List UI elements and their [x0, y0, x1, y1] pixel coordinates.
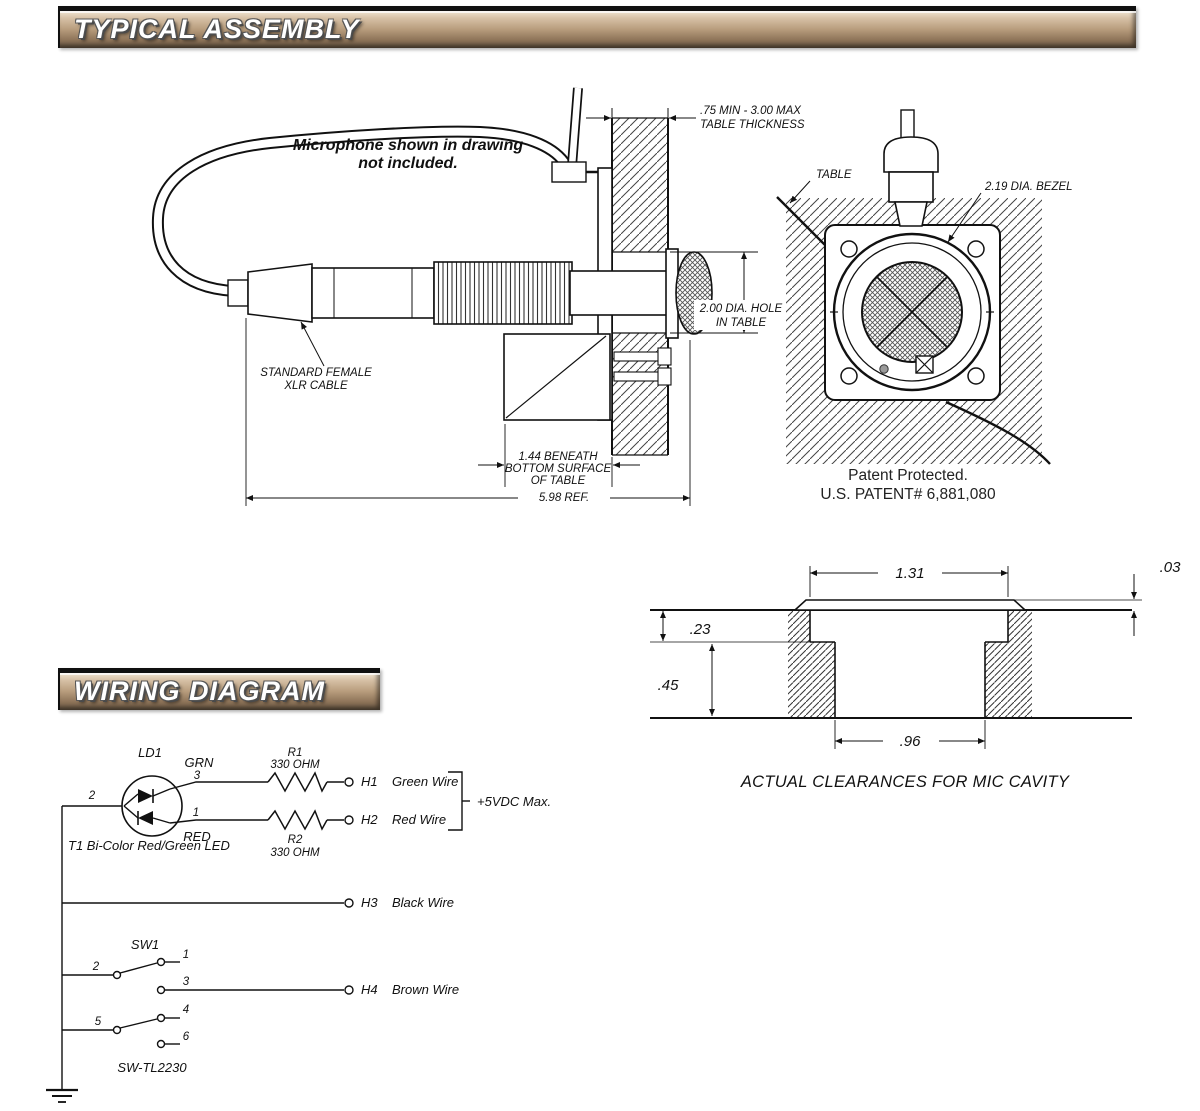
label-red: RED [183, 829, 210, 844]
label-r2: R2 [288, 834, 303, 846]
label-sw1: SW1 [131, 937, 159, 952]
mount-tube [569, 270, 669, 316]
label-sw-model: SW-TL2230 [117, 1060, 187, 1075]
strain-relief [883, 136, 939, 173]
dim-table-thickness-1: .75 MIN - 3.00 MAX [700, 105, 802, 117]
cavity-hatch-left [788, 610, 835, 718]
label-pin3: 3 [194, 770, 201, 782]
typical-assembly-banner: TYPICAL ASSEMBLY [58, 6, 1136, 48]
label-t1: T1 Bi-Color Red/Green LED [68, 838, 230, 853]
bezel-lip-profile [792, 599, 1028, 611]
label-sw-pin1: 1 [183, 949, 189, 961]
diode-green [138, 789, 153, 803]
label-xlr-2: XLR CABLE [283, 380, 348, 392]
led-indicator [879, 364, 889, 374]
top-connector [883, 109, 939, 227]
patent-line-1: Patent Protected. [848, 467, 968, 484]
label-r1-value: 330 OHM [270, 759, 320, 771]
switch-blade-lower [119, 1018, 158, 1029]
clearance-section-view: 1.31 .03 .23 .45 .96 ACTUAL CLEARANCES F… [650, 559, 1181, 791]
label-h3-wire: Black Wire [392, 895, 454, 910]
schematic-wires [46, 771, 470, 1103]
label-h1-wire: Green Wire [392, 774, 458, 789]
switch-blade-upper [119, 962, 158, 974]
label-xlr-1: STANDARD FEMALE [260, 367, 372, 379]
terminal-h3 [344, 898, 354, 908]
diode-red [138, 811, 153, 825]
grille-cross [873, 273, 951, 351]
cable-stub [900, 109, 915, 141]
label-ld1: LD1 [138, 745, 162, 760]
dim-96: .96 [900, 733, 922, 750]
label-h2: H2 [361, 812, 378, 827]
clearance-dimension-lines [650, 566, 1142, 749]
terminal-h1 [344, 777, 354, 787]
dim-beneath-2: BOTTOM SURFACE [505, 463, 612, 475]
resistor-r1 [267, 771, 328, 793]
dim-hole-1: 2.00 DIA. HOLE [699, 303, 783, 315]
label-h3: H3 [361, 895, 378, 910]
dim-131: 1.31 [895, 565, 924, 582]
typical-assembly-title: TYPICAL ASSEMBLY [74, 14, 360, 44]
bezel-ring-inner [842, 242, 982, 382]
label-bezel-dia: 2.19 DIA. BEZEL [984, 181, 1073, 193]
label-sw-pin2: 2 [92, 961, 100, 973]
cable-on-table [945, 400, 1051, 465]
dim-45: .45 [658, 677, 680, 694]
xlr-connector [247, 263, 313, 323]
dim-table-thickness-2: TABLE THICKNESS [700, 119, 805, 131]
table-hatch-upper [612, 118, 668, 252]
terminal-h4 [344, 985, 354, 995]
label-h1: H1 [361, 774, 378, 789]
note-line-2: not included. [358, 155, 458, 172]
label-r2-value: 330 OHM [270, 847, 320, 859]
label-sw-pin6: 6 [183, 1031, 190, 1043]
mount-screws [613, 347, 672, 386]
label-pin2: 2 [88, 790, 96, 802]
label-h2-wire: Red Wire [392, 812, 446, 827]
cavity-hatch-right [985, 610, 1032, 718]
label-sw-pin5: 5 [95, 1016, 102, 1028]
microphone-assembly [227, 248, 713, 339]
label-vdc: +5VDC Max. [477, 794, 551, 809]
assembly-side-view: .75 MIN - 3.00 MAX TABLE THICKNESS 2.00 … [151, 87, 805, 506]
dim-03: .03 [1160, 559, 1182, 576]
cable-boot [227, 279, 249, 307]
terminal-h2 [344, 815, 354, 825]
dim-ref: 5.98 REF. [539, 492, 589, 504]
label-pin1: 1 [193, 807, 199, 819]
dim-23: .23 [690, 621, 712, 638]
label-sw-pin3: 3 [183, 976, 190, 988]
clearance-caption: ACTUAL CLEARANCES FOR MIC CAVITY [740, 773, 1070, 791]
led-symbol [121, 775, 183, 837]
label-table: TABLE [816, 169, 852, 181]
label-h4: H4 [361, 982, 378, 997]
dim-beneath-1: 1.44 BENEATH [518, 451, 598, 463]
note-line-1: Microphone shown in drawing [293, 137, 523, 154]
xlr-cable-loop [151, 87, 600, 297]
dim-hole-2: IN TABLE [716, 317, 767, 329]
mic-body [311, 267, 435, 319]
assembly-labels: .75 MIN - 3.00 MAX TABLE THICKNESS 2.00 … [260, 105, 805, 506]
schematic-labels: LD1 2 GRN 3 1 RED R1 330 OHM R2 330 OHM … [68, 745, 551, 1075]
patent-line-2: U.S. PATENT# 6,881,080 [820, 486, 996, 503]
label-grn: GRN [185, 755, 215, 770]
dim-beneath-3: OF TABLE [531, 475, 586, 487]
label-sw-pin4: 4 [183, 1004, 189, 1016]
corner-screw-holes [840, 240, 985, 385]
label-h4-wire: Brown Wire [392, 982, 459, 997]
bezel-front-view: TABLE 2.19 DIA. BEZEL Patent Protected. … [776, 109, 1073, 503]
knurled-ring [433, 261, 573, 325]
wiring-diagram-title: WIRING DIAGRAM [74, 676, 325, 706]
label-r1: R1 [288, 747, 303, 759]
cable-clamp [551, 161, 587, 183]
resistor-r2 [267, 809, 328, 831]
assembly-dimension-lines [245, 108, 758, 506]
wiring-diagram-banner: WIRING DIAGRAM [58, 668, 380, 710]
wiring-schematic: LD1 2 GRN 3 1 RED R1 330 OHM R2 330 OHM … [46, 745, 551, 1103]
